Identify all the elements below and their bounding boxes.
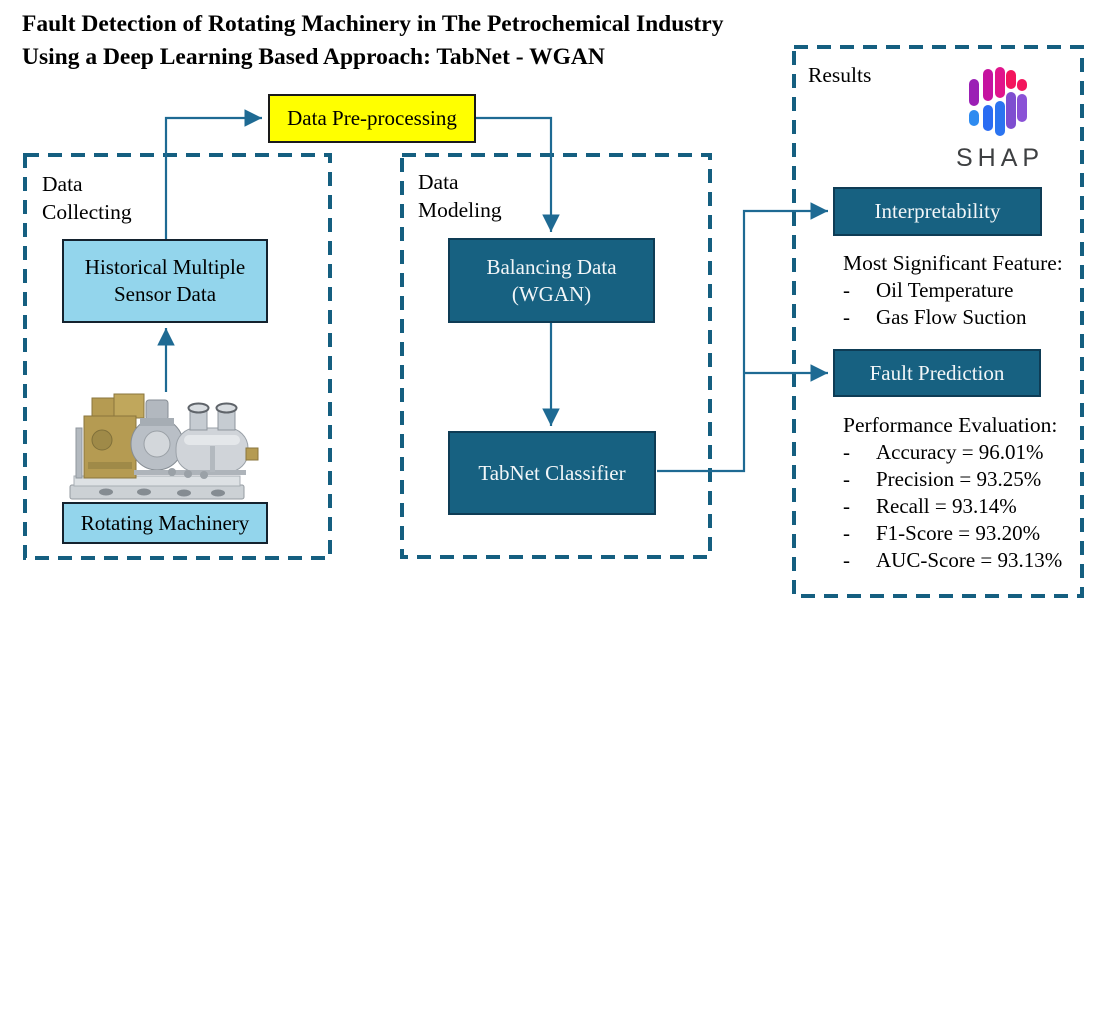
sensor-box-line2: Sensor Data	[113, 282, 217, 306]
results-label: Results	[808, 61, 871, 89]
bullet-dash: -	[843, 548, 850, 572]
arrow-tabnet-to-interpretability	[657, 202, 828, 473]
performance-heading: Performance Evaluation:	[843, 413, 1058, 437]
metric-item: - Precision = 93.25%	[843, 466, 1093, 493]
shap-logo-bar	[969, 110, 979, 126]
shap-logo-bar	[969, 79, 979, 106]
bullet-dash: -	[843, 467, 850, 491]
sensor-box-line1: Historical Multiple	[84, 255, 246, 279]
shap-wordmark: SHAP	[956, 144, 1040, 173]
historical-sensor-data-box: Historical Multiple Sensor Data	[62, 239, 268, 323]
data-preprocessing-box: Data Pre-processing	[268, 94, 476, 143]
bullet-dash: -	[843, 278, 850, 302]
feature-item-text: Oil Temperature	[876, 278, 1014, 302]
rotating-machinery-photo	[69, 393, 259, 500]
figure-title-line2: Using a Deep Learning Based Approach: Ta…	[22, 44, 605, 70]
interpretability-label: Interpretability	[874, 199, 1001, 223]
metric-item: - F1-Score = 93.20%	[843, 520, 1093, 547]
shap-logo-bar	[995, 101, 1005, 136]
bullet-dash: -	[843, 494, 850, 518]
metric-item-text: AUC-Score = 93.13%	[876, 548, 1063, 572]
metric-item: - Accuracy = 96.01%	[843, 439, 1093, 466]
arrow-sensor-to-preprocessing	[164, 109, 262, 239]
metric-item: - AUC-Score = 93.13%	[843, 547, 1093, 574]
tabnet-classifier-label: TabNet Classifier	[478, 460, 626, 485]
bullet-dash: -	[843, 440, 850, 464]
feature-item: - Gas Flow Suction	[843, 304, 1093, 331]
shap-logo-bar	[1017, 94, 1027, 122]
shap-logo-bar	[983, 69, 993, 101]
bullet-dash: -	[843, 305, 850, 329]
performance-evaluation-block: Performance Evaluation: - Accuracy = 96.…	[843, 412, 1093, 574]
data-modeling-label: Data Modeling	[418, 168, 502, 224]
shap-logo-bar	[995, 67, 1005, 98]
data-modeling-label-line1: Data	[418, 170, 459, 194]
bullet-dash: -	[843, 521, 850, 545]
shap-logo	[960, 64, 1032, 144]
shap-logo-bar	[983, 105, 993, 131]
metric-item-text: Precision = 93.25%	[876, 467, 1042, 491]
tabnet-classifier-box: TabNet Classifier	[448, 431, 656, 515]
data-preprocessing-label: Data Pre-processing	[287, 106, 457, 130]
data-collecting-label-line2: Collecting	[42, 200, 132, 224]
feature-item: - Oil Temperature	[843, 277, 1093, 304]
significant-feature-heading: Most Significant Feature:	[843, 251, 1063, 275]
data-collecting-label-line1: Data	[42, 172, 83, 196]
metric-item: - Recall = 93.14%	[843, 493, 1093, 520]
balancing-box-line2: (WGAN)	[511, 281, 592, 306]
data-modeling-label-line2: Modeling	[418, 198, 502, 222]
rotating-machinery-label: Rotating Machinery	[80, 510, 250, 535]
metric-item-text: Recall = 93.14%	[876, 494, 1017, 518]
fault-prediction-label: Fault Prediction	[869, 360, 1005, 385]
feature-item-text: Gas Flow Suction	[876, 305, 1027, 329]
metric-item-text: Accuracy = 96.01%	[876, 440, 1044, 464]
shap-logo-bar	[1006, 92, 1016, 129]
balancing-data-box: Balancing Data (WGAN)	[448, 238, 655, 323]
shap-logo-bar	[1006, 70, 1016, 89]
data-collecting-label: Data Collecting	[42, 170, 132, 226]
shap-logo-bar	[1017, 79, 1027, 91]
significant-feature-block: Most Significant Feature: - Oil Temperat…	[843, 250, 1093, 331]
fault-prediction-box: Fault Prediction	[833, 349, 1041, 397]
interpretability-box: Interpretability	[833, 187, 1042, 236]
rotating-machinery-box: Rotating Machinery	[62, 502, 268, 544]
shap-wordmark-text: SHAP	[956, 144, 1045, 172]
figure-title-line1: Fault Detection of Rotating Machinery in…	[22, 11, 724, 37]
balancing-box-line1: Balancing Data	[486, 254, 617, 279]
metric-item-text: F1-Score = 93.20%	[876, 521, 1041, 545]
results-label-text: Results	[808, 63, 872, 87]
figure-title: Fault Detection of Rotating Machinery in…	[22, 8, 723, 74]
